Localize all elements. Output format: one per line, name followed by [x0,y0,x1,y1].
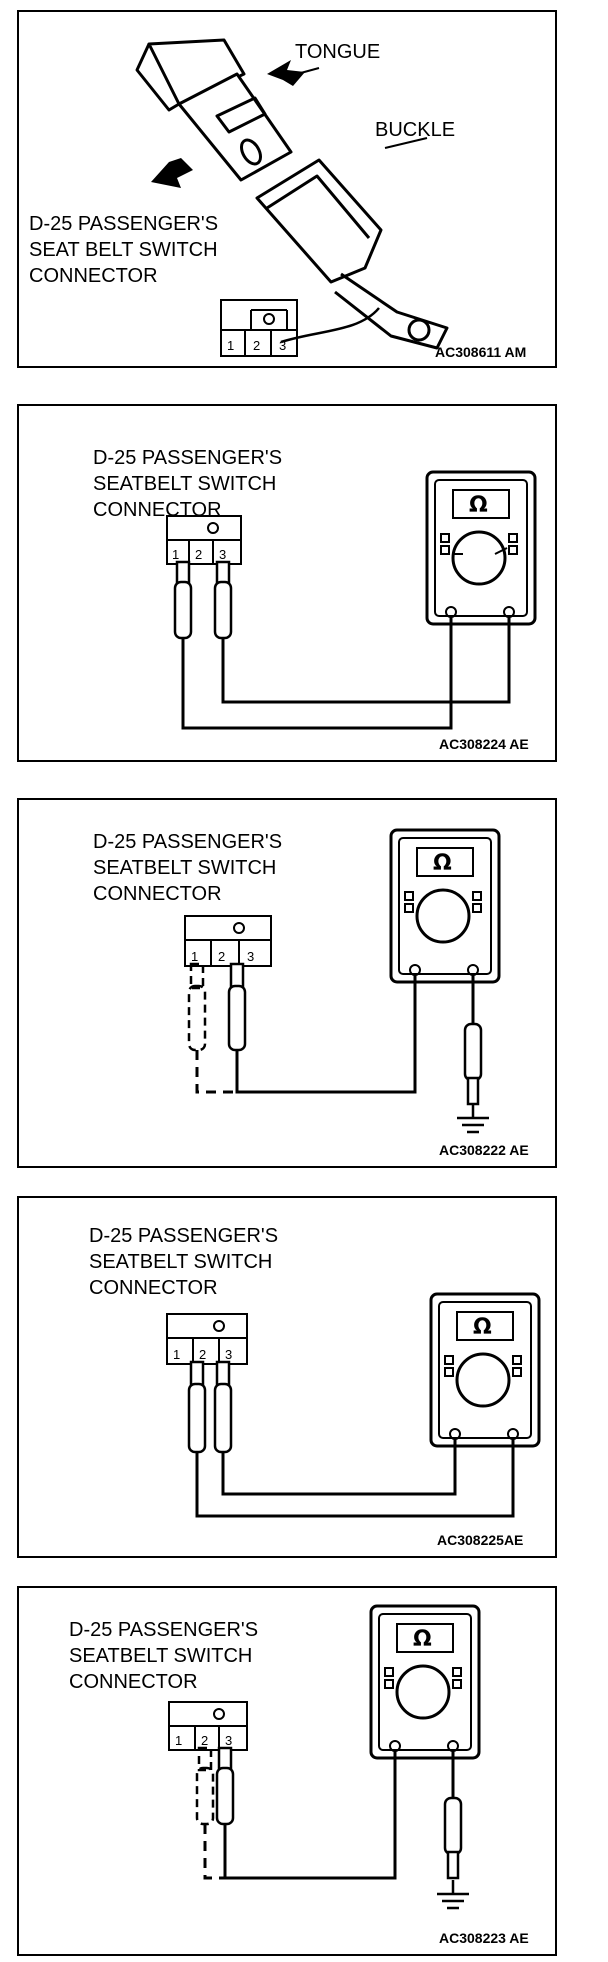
tongue-label: TONGUE [295,41,381,63]
connector-pin-3: 3 [225,1733,232,1748]
multimeter-wiring-diagram: Ω 1 2 3 [166,470,537,730]
figure-code: AC308611 AM [435,344,527,360]
connector-pin-1: 1 [227,338,234,353]
connector-name-line-2: SEAT BELT SWITCH [29,239,218,261]
ohm-symbol: Ω [469,493,488,518]
connector-pin-3: 3 [247,949,254,964]
connector-name-line-2: SEATBELT SWITCH [89,1251,273,1273]
connector-pin-1: 1 [191,949,198,964]
connector-name-line-3: CONNECTOR [93,883,222,905]
ground-test-panel-2: Ω 1 2 3 D-25 PASSENGER'S SEATBELT SWITCH… [17,1586,557,1956]
connector-pin-3: 3 [279,338,286,353]
connector-name-line-3: CONNECTOR [93,499,222,521]
resistance-test-panel-1: Ω 1 2 3 D-25 PASSENGER'S SEATBELT SWITCH… [17,404,557,762]
connector-pin-3: 3 [219,547,226,562]
resistance-test-panel-2: Ω 1 2 3 D-25 PASSENGER'S SEATBELT SWITCH… [17,1196,557,1558]
connector-name-line-2: SEATBELT SWITCH [93,473,277,495]
figure-code: AC308225AE [437,1532,524,1548]
connector-pin-2: 2 [195,547,202,562]
connector-name-line-3: CONNECTOR [89,1277,218,1299]
connector-pin-2: 2 [201,1733,208,1748]
multimeter-ground-diagram: Ω 1 2 3 [184,828,501,1134]
connector-name-line-1: D-25 PASSENGER'S [29,213,219,235]
connector-pin-2: 2 [253,338,260,353]
ground-test-panel-1: Ω 1 2 3 D-25 PASSENGER'S SEATBELT SWITCH… [17,798,557,1168]
connector-name-line-3: CONNECTOR [69,1671,198,1693]
buckle-illustration: 1 2 3 [135,38,449,357]
figure-code: AC308223 AE [439,1930,529,1946]
connector-pin-2: 2 [199,1347,206,1362]
connector-name-line-1: D-25 PASSENGER'S [69,1619,259,1641]
connector-pin-1: 1 [175,1733,182,1748]
buckle-label: BUCKLE [375,119,456,141]
connector-name-line-1: D-25 PASSENGER'S [89,1225,279,1247]
seat-belt-buckle-panel: 1 2 3 TONGUE BUCKLE D-25 PASSENGER'S SEA… [17,10,557,368]
ohm-symbol: Ω [413,1627,432,1652]
connector-pin-2: 2 [218,949,225,964]
connector-name-line-3: CONNECTOR [29,265,158,287]
multimeter-wiring-diagram-2: Ω 1 2 3 [166,1292,541,1518]
ohm-symbol: Ω [433,851,452,876]
connector-name-line-2: SEATBELT SWITCH [93,857,277,879]
connector-pin-3: 3 [225,1347,232,1362]
figure-code: AC308222 AE [439,1142,529,1158]
connector-pin-1: 1 [173,1347,180,1362]
figure-code: AC308224 AE [439,736,529,752]
connector-name-line-2: SEATBELT SWITCH [69,1645,253,1667]
multimeter-ground-diagram-2: Ω 1 2 3 [168,1604,481,1910]
ohm-symbol: Ω [473,1315,492,1340]
connector-pin-1: 1 [172,547,179,562]
connector-name-line-1: D-25 PASSENGER'S [93,447,283,469]
connector-name-line-1: D-25 PASSENGER'S [93,831,283,853]
